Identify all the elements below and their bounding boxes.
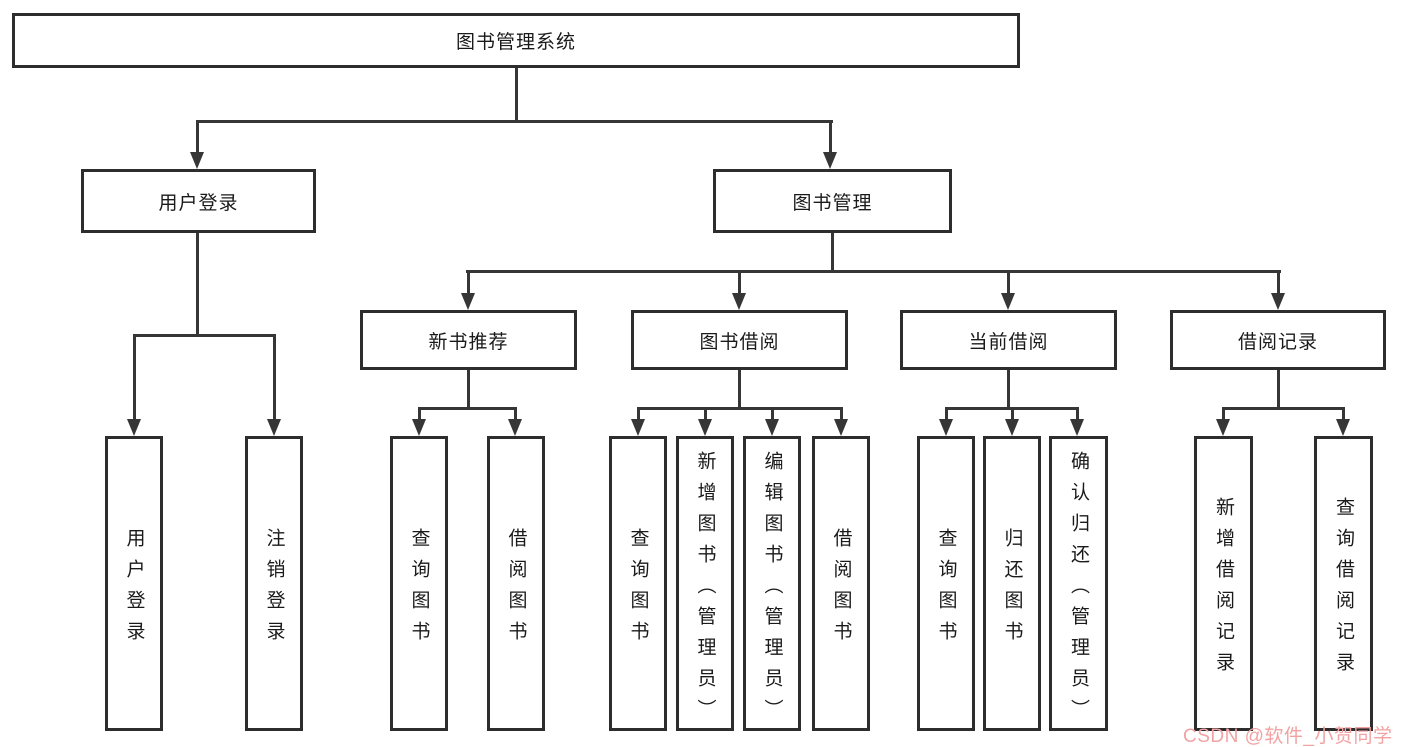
node-current-borrow: 当前借阅	[900, 310, 1117, 370]
arrowhead-user-login	[190, 152, 204, 169]
node-book-management: 图书管理	[713, 169, 952, 233]
connector-drop-newbook-borrow	[514, 407, 517, 421]
arrowhead-borrow-record	[1271, 293, 1285, 310]
arrowhead-borrow-edit	[765, 419, 779, 436]
connector-drop-current-confirm	[1076, 407, 1079, 421]
connector-userlogin-stem	[196, 233, 199, 334]
connector-drop-borrow-record	[1277, 270, 1280, 295]
connector-userlogin-bus	[133, 334, 276, 337]
connector-drop-record-add	[1222, 407, 1225, 421]
node-book-borrow: 图书借阅	[631, 310, 848, 370]
leaf-current-return: 归还图书	[983, 436, 1041, 731]
arrowhead-current-query	[939, 419, 953, 436]
connector-drop-leaf-user-login	[133, 334, 136, 421]
arrowhead-current-borrow	[1001, 293, 1015, 310]
arrowhead-current-return	[1005, 419, 1019, 436]
arrowhead-current-confirm	[1070, 419, 1084, 436]
connector-bookborrow-bus	[637, 407, 842, 410]
node-new-book-recommend: 新书推荐	[360, 310, 577, 370]
leaf-logout: 注销登录	[245, 436, 303, 731]
connector-drop-record-query	[1342, 407, 1345, 421]
node-root: 图书管理系统	[12, 13, 1020, 68]
leaf-borrow-edit-admin: 编辑图书（管理员）	[743, 436, 801, 731]
leaf-borrow-query: 查询图书	[609, 436, 667, 731]
leaf-newbook-query: 查询图书	[390, 436, 448, 731]
leaf-borrow-add-admin: 新增图书（管理员）	[676, 436, 734, 731]
connector-drop-current-borrow	[1007, 270, 1010, 295]
connector-drop-new-book	[467, 270, 470, 295]
arrowhead-book-borrow	[732, 293, 746, 310]
connector-drop-newbook-query	[418, 407, 421, 421]
connector-bookmgmt-stem	[831, 233, 834, 270]
leaf-borrow-borrow: 借阅图书	[812, 436, 870, 731]
connector-bookborrow-stem	[738, 370, 741, 407]
connector-borrowrecord-stem	[1277, 370, 1280, 407]
csdn-watermark: CSDN @软件_小贺同学	[1183, 726, 1393, 747]
arrowhead-record-add	[1216, 419, 1230, 436]
arrowhead-record-query	[1336, 419, 1350, 436]
connector-root-stem	[515, 68, 518, 120]
connector-drop-book-borrow	[738, 270, 741, 295]
connector-drop-borrow-borrow	[840, 407, 843, 421]
connector-drop-book-management	[829, 120, 832, 154]
arrowhead-borrow-borrow	[834, 419, 848, 436]
leaf-current-confirm-admin: 确认归还（管理员）	[1049, 436, 1108, 731]
arrowhead-leaf-user-login	[127, 419, 141, 436]
leaf-record-add: 新增借阅记录	[1194, 436, 1253, 731]
arrowhead-book-management	[823, 152, 837, 169]
connector-borrowrecord-bus	[1222, 407, 1344, 410]
leaf-record-query: 查询借阅记录	[1314, 436, 1373, 731]
arrowhead-leaf-logout	[267, 419, 281, 436]
connector-drop-borrow-query	[637, 407, 640, 421]
leaf-user-login: 用户登录	[105, 436, 163, 731]
connector-newbook-bus	[418, 407, 517, 410]
arrowhead-borrow-query	[631, 419, 645, 436]
arrowhead-newbook-query	[412, 419, 426, 436]
connector-drop-borrow-add	[704, 407, 707, 421]
connector-root-bus	[196, 120, 833, 123]
connector-bookmgmt-bus	[466, 270, 1281, 273]
connector-currentborrow-stem	[1007, 370, 1010, 407]
node-borrow-record: 借阅记录	[1170, 310, 1386, 370]
connector-newbook-stem	[467, 370, 470, 407]
arrowhead-borrow-add	[698, 419, 712, 436]
connector-drop-current-query	[945, 407, 948, 421]
leaf-current-query: 查询图书	[917, 436, 975, 731]
arrowhead-new-book	[461, 293, 475, 310]
node-user-login: 用户登录	[81, 169, 316, 233]
leaf-newbook-borrow: 借阅图书	[487, 436, 545, 731]
connector-drop-borrow-edit	[771, 407, 774, 421]
arrowhead-newbook-borrow	[508, 419, 522, 436]
connector-drop-user-login	[196, 120, 199, 154]
connector-drop-current-return	[1011, 407, 1014, 421]
connector-drop-leaf-logout	[273, 334, 276, 421]
